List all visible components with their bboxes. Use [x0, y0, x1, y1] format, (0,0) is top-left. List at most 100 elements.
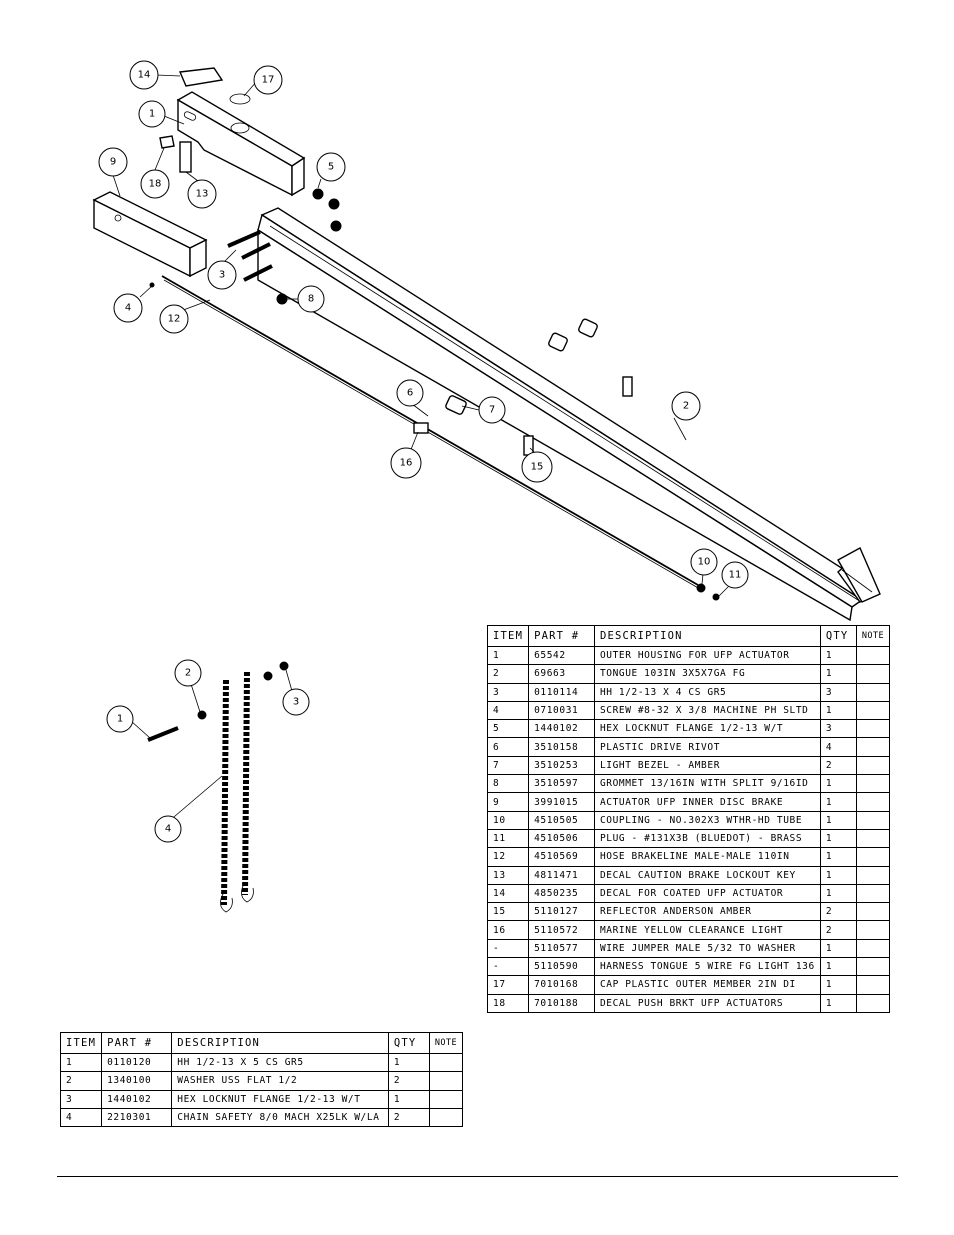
callout-1: 1 — [138, 100, 166, 128]
table-header-row: ITEM PART # DESCRIPTION QTY NOTE — [59, 1032, 464, 1054]
svg-text:3: 3 — [293, 697, 299, 708]
cell-part: 3510253 — [528, 755, 595, 776]
callout-5: 5 — [316, 152, 346, 182]
cell-note — [855, 664, 891, 684]
cell-part: 0110120 — [101, 1052, 173, 1073]
cell-qty: 1 — [819, 810, 857, 830]
cell-part: 1340100 — [101, 1071, 173, 1091]
cell-qty: 3 — [819, 719, 857, 739]
cell-item: 13 — [486, 865, 530, 885]
callout-16: 16 — [390, 447, 422, 479]
chain-callout-1: 1 — [106, 705, 134, 733]
cell-note — [855, 700, 891, 721]
cell-qty: 1 — [387, 1052, 430, 1073]
cell-item: 7 — [486, 755, 530, 776]
cell-item: 12 — [486, 847, 530, 867]
cell-note — [855, 865, 891, 885]
cell-note — [855, 774, 891, 794]
cell-description: DECAL PUSH BRKT UFP ACTUATORS — [593, 993, 821, 1013]
cell-description: CHAIN SAFETY 8/0 MACH X25LK W/LA — [171, 1107, 389, 1128]
cell-qty: 1 — [819, 975, 857, 995]
cell-qty: 1 — [819, 700, 857, 721]
header-part: PART # — [528, 625, 595, 647]
cell-item: 6 — [486, 737, 530, 757]
cell-item: 2 — [486, 664, 530, 684]
cell-part: 4510569 — [528, 847, 595, 867]
svg-text:5: 5 — [328, 162, 334, 173]
cell-note — [855, 920, 891, 940]
cell-part: 5110572 — [528, 920, 595, 940]
cell-item: 1 — [59, 1052, 103, 1073]
cell-item: 2 — [59, 1071, 103, 1091]
cell-qty: 2 — [819, 920, 857, 940]
callout-4: 4 — [113, 293, 143, 323]
cell-description: CAP PLASTIC OUTER MEMBER 2IN DI — [593, 975, 821, 995]
cell-qty: 1 — [819, 938, 857, 959]
cell-description: HH 1/2-13 X 4 CS GR5 — [593, 682, 821, 702]
bolts-part — [227, 230, 273, 282]
cell-item: 8 — [486, 774, 530, 794]
cell-note — [428, 1089, 464, 1109]
header-description: DESCRIPTION — [171, 1032, 389, 1054]
header-qty: QTY — [387, 1032, 430, 1054]
cell-part: 7010168 — [528, 975, 595, 995]
callout-leaders — [112, 74, 730, 823]
cell-note — [855, 810, 891, 830]
safety-chain-drawing — [147, 661, 289, 913]
cell-note — [428, 1107, 464, 1128]
cell-description: REFLECTOR ANDERSON AMBER — [593, 902, 821, 922]
cell-description: ACTUATOR UFP INNER DISC BRAKE — [593, 792, 821, 812]
callout-17: 17 — [253, 65, 283, 95]
cell-item: 14 — [486, 883, 530, 904]
cell-description: HARNESS TONGUE 5 WIRE FG LIGHT 136 — [593, 957, 821, 977]
svg-text:14: 14 — [138, 70, 151, 81]
cell-description: HEX LOCKNUT FLANGE 1/2-13 W/T — [593, 719, 821, 739]
svg-text:6: 6 — [407, 388, 413, 399]
callout-2: 2 — [671, 391, 701, 421]
callout-15: 15 — [521, 451, 553, 483]
cell-note — [855, 883, 891, 904]
cell-description: COUPLING - NO.302X3 WTHR-HD TUBE — [593, 810, 821, 830]
svg-text:9: 9 — [110, 157, 116, 168]
callout-9: 9 — [98, 147, 128, 177]
brake-hose-part — [161, 275, 701, 590]
cell-item: 5 — [486, 719, 530, 739]
callout-7: 7 — [478, 396, 506, 424]
svg-text:10: 10 — [698, 557, 711, 568]
cell-note — [855, 737, 891, 757]
cell-qty: 2 — [387, 1071, 430, 1091]
header-part: PART # — [101, 1032, 173, 1054]
svg-text:4: 4 — [125, 303, 131, 314]
cell-qty: 1 — [819, 664, 857, 684]
cell-part: 5110590 — [528, 957, 595, 977]
cell-qty: 3 — [819, 682, 857, 702]
cell-item: 4 — [486, 700, 530, 721]
footer-rule — [57, 1176, 898, 1177]
cell-note — [855, 719, 891, 739]
callout-6: 6 — [396, 379, 424, 407]
cell-note — [855, 847, 891, 867]
cell-description: HH 1/2-13 X 5 CS GR5 — [171, 1052, 389, 1073]
cell-description: LIGHT BEZEL - AMBER — [593, 755, 821, 776]
cell-item: 18 — [486, 993, 530, 1013]
svg-text:7: 7 — [489, 405, 495, 416]
cell-part: 69663 — [528, 664, 595, 684]
callout-14: 14 — [129, 60, 159, 90]
header-item: ITEM — [486, 625, 530, 647]
inner-actuator-part — [92, 191, 208, 278]
cell-part: 7010188 — [528, 993, 595, 1013]
cell-item: 16 — [486, 920, 530, 940]
cell-description: HOSE BRAKELINE MALE-MALE 110IN — [593, 847, 821, 867]
cell-qty: 1 — [819, 883, 857, 904]
header-note: NOTE — [855, 625, 891, 647]
